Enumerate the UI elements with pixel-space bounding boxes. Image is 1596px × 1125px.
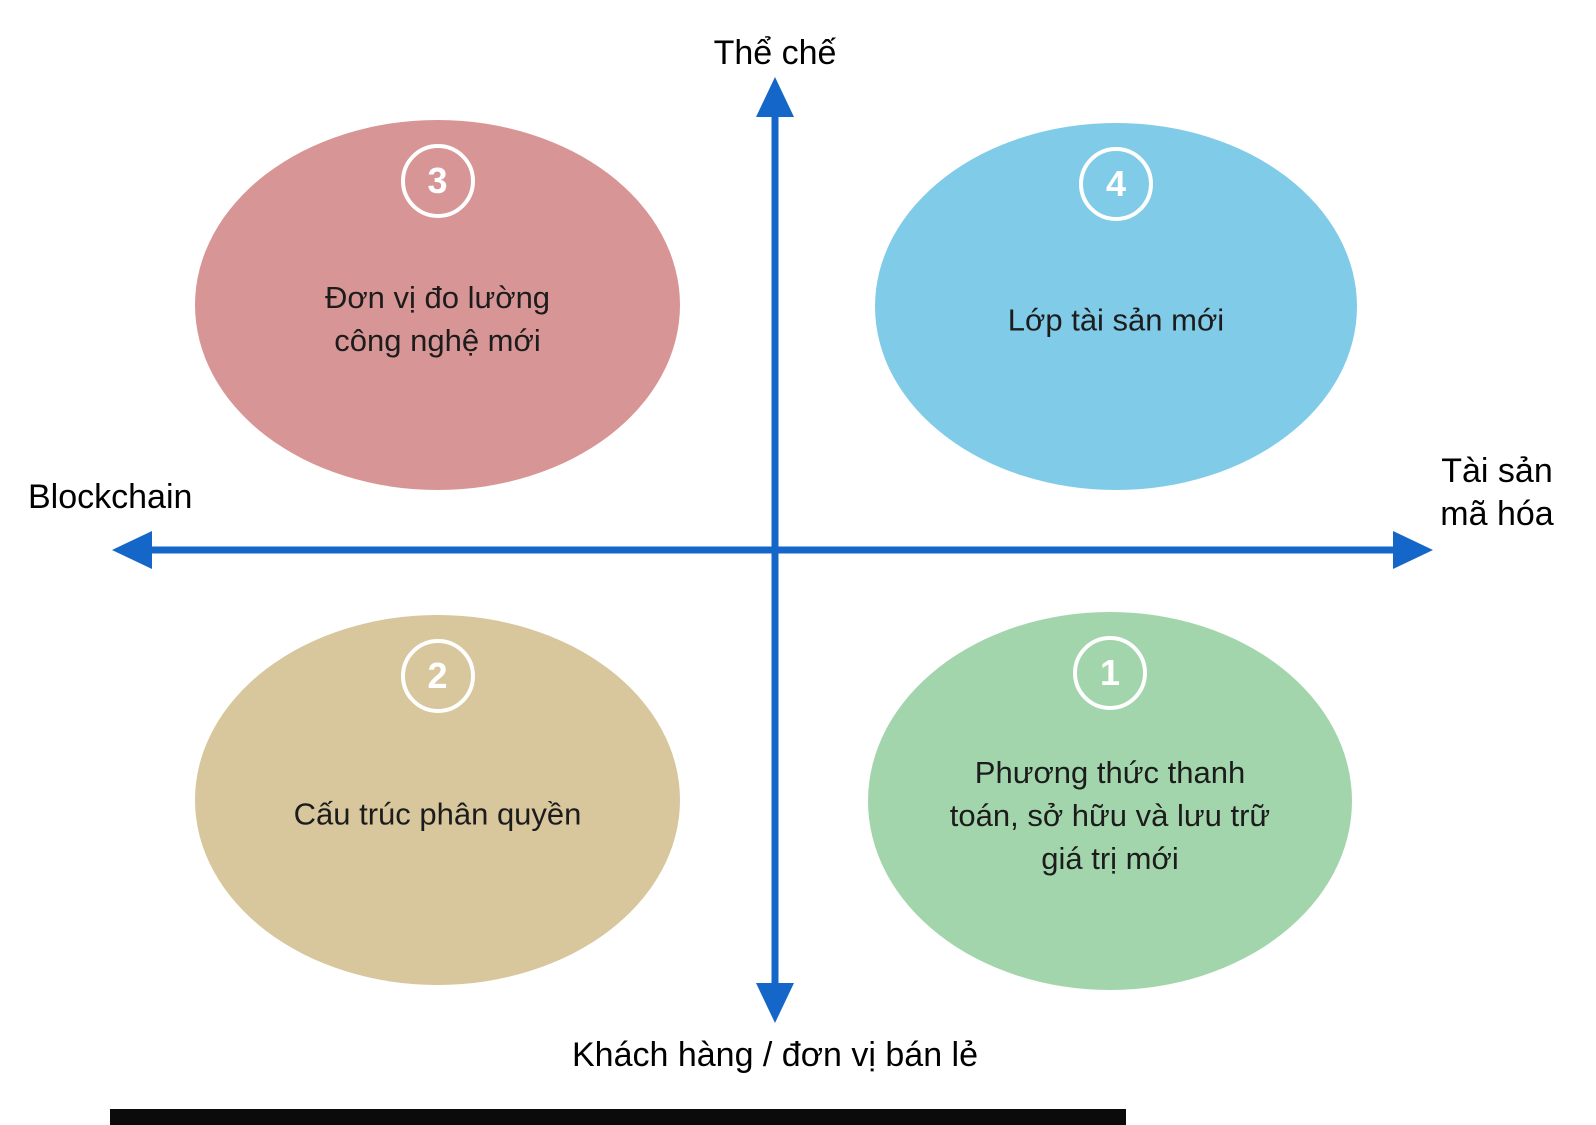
axis-label-right: Tài sản mã hóa	[1440, 452, 1554, 533]
arrowhead-left-icon	[112, 531, 152, 569]
quadrant-top-left-ellipse: 3 Đơn vị đo lường công nghệ mới	[195, 120, 680, 490]
quadrant-number-badge: 1	[1073, 636, 1147, 710]
quadrant-number: 4	[1105, 163, 1127, 204]
quadrant-label: Phương thức thanh toán, sở hữu và lưu tr…	[949, 754, 1271, 876]
quadrant-number: 2	[427, 655, 448, 696]
quadrant-number-badge: 2	[400, 639, 475, 713]
quadrant-number-badge: 3	[400, 144, 475, 218]
quadrant-bottom-right-ellipse: 1 Phương thức thanh toán, sở hữu và lưu …	[868, 612, 1352, 990]
arrowhead-down-icon	[756, 983, 794, 1023]
quadrant-top-right-ellipse: 4 Lớp tài sản mới	[875, 123, 1357, 490]
bottom-edge-bar	[110, 1109, 1126, 1125]
axis-label-top: Thể chế	[713, 34, 837, 72]
quadrant-label: Cấu trúc phân quyền	[293, 796, 582, 832]
axis-label-bottom: Khách hàng / đơn vị bán lẻ	[571, 1036, 979, 1074]
axis-label-left: Blockchain	[28, 478, 193, 516]
arrowhead-up-icon	[756, 77, 794, 117]
quadrant-label: Lớp tài sản mới	[1007, 302, 1225, 338]
arrowhead-right-icon	[1393, 531, 1433, 569]
quadrant-label: Đơn vị đo lường công nghệ mới	[324, 280, 551, 358]
quadrant-number-badge: 4	[1079, 147, 1153, 221]
quadrant-bottom-left-ellipse: 2 Cấu trúc phân quyền	[195, 615, 680, 985]
quadrant-number: 1	[1099, 652, 1121, 693]
quadrant-number: 3	[427, 160, 448, 201]
